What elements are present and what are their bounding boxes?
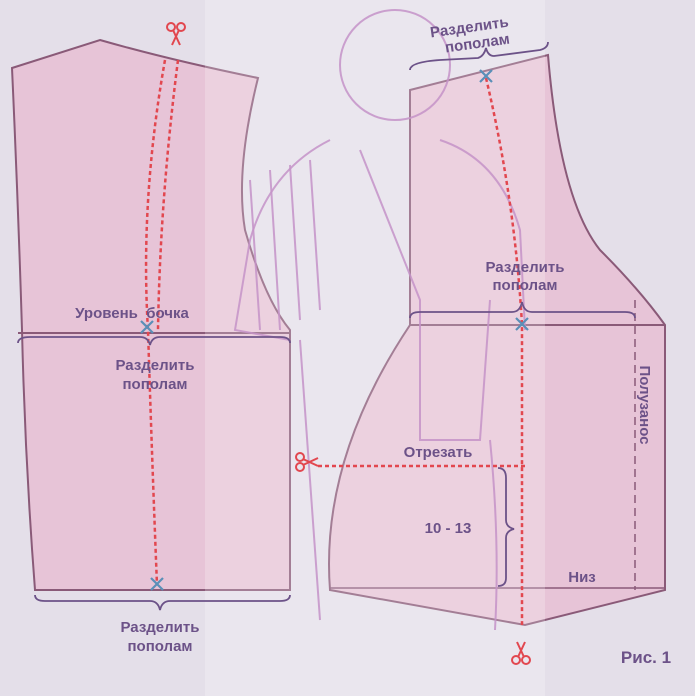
scissors-icon [511,641,531,665]
back-center-dashed-line [144,59,167,586]
label-side-level: Уровень бочка [75,305,189,322]
figure-caption: Рис. 1 [621,648,671,667]
front-mid-brace [409,301,636,319]
cross-mark-icon [515,317,529,331]
top-brace [409,41,549,71]
cross-mark-icon [150,577,164,591]
scissors-icon [295,452,319,472]
back-mid-brace [17,336,291,346]
label-divide-half-back-2: пополам [122,376,187,393]
cross-mark-icon [479,69,493,83]
label-measure: 10 - 13 [425,520,472,537]
cross-mark-icon [140,320,154,334]
measure-brace [497,467,515,587]
bottom-brace [34,594,291,611]
label-cut: Отрезать [404,444,473,461]
label-divide-half-bottom-2: пополам [127,638,192,655]
overlay-band [205,0,545,696]
label-divide-half-front-1: Разделить [486,259,565,276]
back-dashed-line-2 [156,59,180,331]
front-pattern-piece [328,53,666,627]
label-half-overlap: Полузанос [636,365,653,444]
label-divide-half-front-2: пополам [492,277,557,294]
label-bottom: Низ [568,569,596,586]
scissors-icon [166,22,186,46]
label-divide-half-bottom-1: Разделить [121,619,200,636]
back-pattern-piece [10,38,291,591]
man-sketch [233,9,526,631]
label-divide-half-back-1: Разделить [116,357,195,374]
